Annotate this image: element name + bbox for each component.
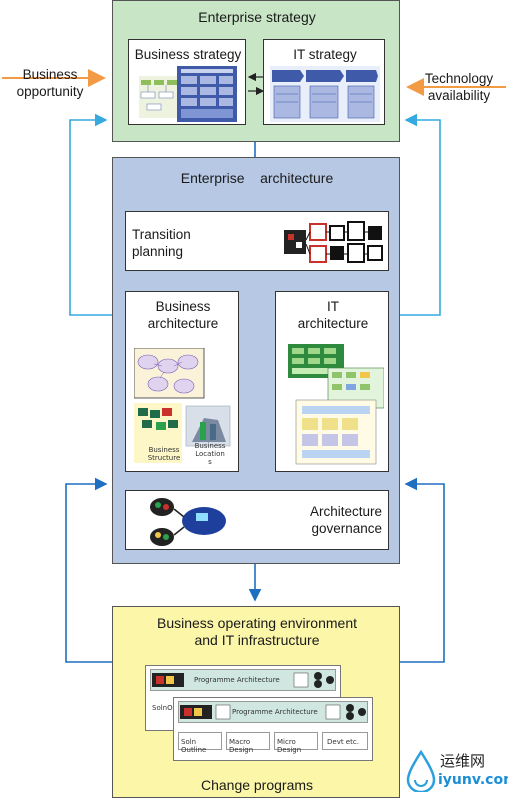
transition-planning-box: Transition planning [125, 211, 389, 271]
it-architecture-line1: IT [327, 299, 339, 314]
ops-to-ea-right-loop [400, 477, 445, 663]
watermark-url-text: iyunv.com [438, 772, 508, 788]
business-opportunity-line2: opportunity [16, 84, 84, 99]
business-strategy-title: Business strategy [134, 47, 242, 62]
enterprise-strategy-panel: Enterprise strategy Business strategy [112, 0, 400, 142]
transition-planning-line1: Transition [132, 227, 191, 242]
technology-availability-label: Technology availability [414, 70, 504, 104]
program-card-front-phase-3: Micro Design [274, 732, 318, 754]
program-card-back-row-first: SolnO [152, 704, 173, 712]
program-card-back-title: Programme Architecture [194, 676, 280, 684]
program-phase-1-label: Soln Outline [181, 738, 207, 754]
technology-availability-line1: Technology [424, 71, 494, 86]
business-locations-caption: Business Location s [194, 442, 226, 466]
program-card-front-icons [180, 704, 366, 720]
ops-to-ea-left-loop [65, 477, 112, 663]
it-strategy-title: IT strategy [293, 47, 357, 62]
transition-planning-label: Transition planning [132, 226, 191, 260]
architecture-governance-thumbnail [150, 498, 226, 546]
ea-to-strategy-left-loop [69, 113, 112, 316]
business-architecture-line2: architecture [147, 316, 219, 331]
program-card-back-icons [152, 672, 334, 688]
business-architecture-label: Business architecture [126, 298, 240, 332]
it-architecture-line2: architecture [297, 316, 369, 331]
operating-environment-panel: Business operating environment and IT in… [112, 606, 400, 798]
business-strategy-thumbnail [139, 66, 237, 122]
program-card-front-phase-4: Devt etc. [322, 732, 368, 750]
business-architecture-box: Business architecture Business Stru [125, 291, 239, 472]
site-watermark: 运维网 iyunv.com [404, 746, 508, 796]
ea-to-strategy-right-loop [400, 113, 441, 316]
watermark-logo-icon [406, 750, 436, 792]
operating-environment-title: Business operating environment and IT in… [113, 615, 401, 649]
program-phase-4-label: Devt etc. [327, 738, 359, 746]
strategy-alignment-arrows [247, 72, 265, 96]
it-strategy-box: IT strategy [263, 39, 385, 125]
operating-environment-line1: Business operating environment [156, 615, 357, 631]
program-phase-3-label: Micro Design [277, 738, 302, 754]
architecture-governance-label: Architecture governance [286, 503, 382, 537]
program-card-back-header [150, 669, 336, 691]
business-strategy-box: Business strategy [128, 39, 246, 125]
transition-planning-thumbnail [284, 221, 383, 263]
business-opportunity-label: Business opportunity [10, 66, 90, 100]
it-strategy-thumbnail [270, 66, 380, 122]
watermark-logo-text: 运维网 [440, 752, 486, 770]
program-card-front: Programme Architecture Soln Outline Macr… [173, 697, 373, 761]
program-card-front-title: Programme Architecture [232, 708, 318, 716]
program-card-front-phase-2: Macro Design [226, 732, 270, 754]
program-card-front-phase-1: Soln Outline [178, 732, 222, 754]
program-phase-2-label: Macro Design [229, 738, 254, 754]
architecture-governance-line1: Architecture [309, 504, 382, 519]
change-programs-label: Change programs [200, 777, 314, 793]
architecture-governance-line2: governance [311, 521, 382, 536]
operating-environment-line2: and IT infrastructure [194, 632, 320, 648]
business-architecture-thumbnail [134, 348, 231, 463]
business-structure-caption: Business Structure [147, 446, 181, 462]
enterprise-architecture-title: Enterprise architecture [180, 170, 334, 186]
business-architecture-line1: Business [155, 299, 211, 314]
it-architecture-thumbnail [288, 344, 384, 465]
enterprise-strategy-title: Enterprise strategy [198, 9, 316, 25]
enterprise-architecture-panel: Enterprise architecture Transition plann… [112, 157, 400, 564]
architecture-governance-box: Architecture governance [125, 490, 389, 550]
technology-availability-line2: availability [427, 88, 491, 103]
business-opportunity-line1: Business [22, 67, 78, 82]
it-architecture-label: IT architecture [276, 298, 390, 332]
it-architecture-box: IT architecture [275, 291, 389, 472]
transition-planning-line2: planning [132, 244, 184, 259]
